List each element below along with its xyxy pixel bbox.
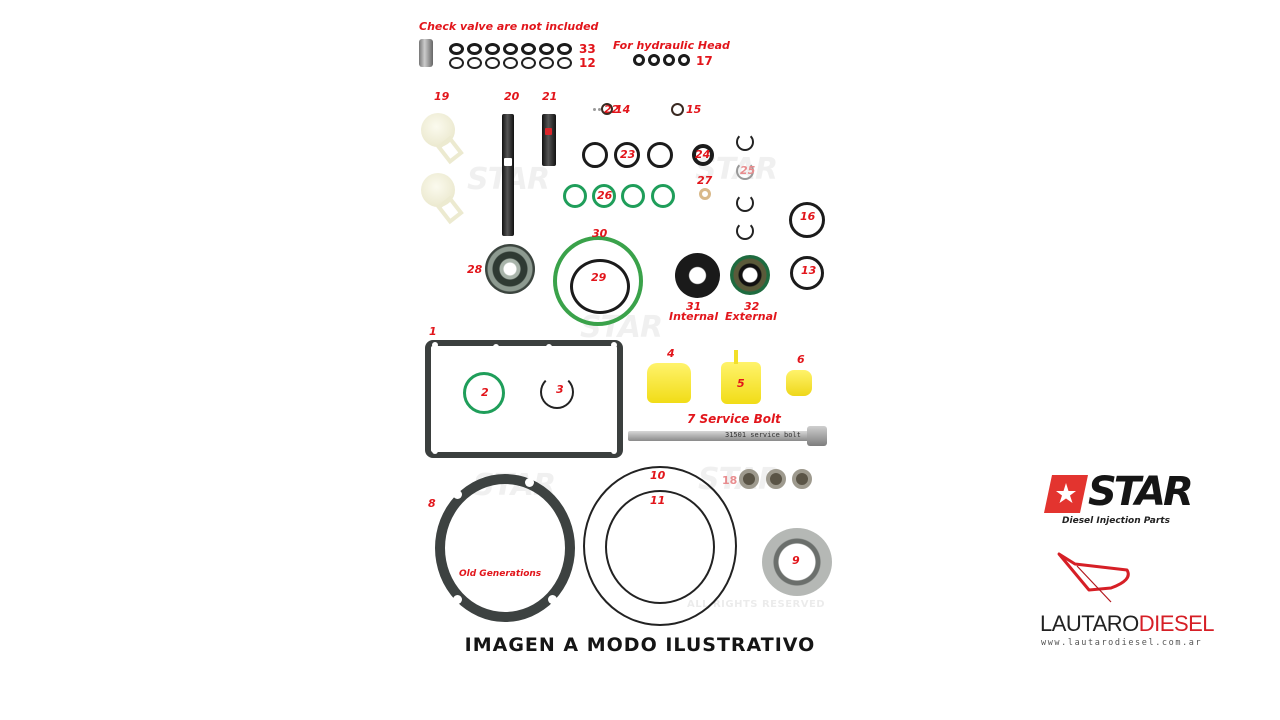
oring-23-image xyxy=(614,142,640,168)
part-label-23: 23 xyxy=(620,148,636,161)
ball-22-image xyxy=(593,108,596,111)
oring-13-image xyxy=(790,256,824,290)
part-label-28: 28 xyxy=(467,263,483,276)
part-label-26: 26 xyxy=(597,189,613,202)
oring-15-image xyxy=(671,103,684,116)
bolt-engraving: 31501 service bolt xyxy=(725,431,801,439)
seal-9-image xyxy=(762,528,832,596)
dealer-name-part1: LAUTARO xyxy=(1040,611,1139,636)
cap-5-image xyxy=(721,362,761,404)
part-label-4: 4 xyxy=(667,347,675,360)
part-label-31: 31 xyxy=(686,300,702,313)
needle-bearing-18-image xyxy=(739,469,759,489)
part-label-27: 27 xyxy=(697,174,713,187)
oring-row-12 xyxy=(449,57,577,69)
cap-6-image xyxy=(786,370,812,396)
shaft-20-image xyxy=(502,114,514,236)
gasket-1-image xyxy=(425,340,623,458)
oring-10-image xyxy=(583,466,737,626)
part-label-17: 17 xyxy=(696,54,713,68)
part-label-19: 19 xyxy=(434,90,450,103)
part-label-33: 33 xyxy=(579,42,596,56)
part-label-7: 7 Service Bolt xyxy=(687,412,781,426)
oring-26-image xyxy=(651,184,675,208)
lautaro-diesel-emblem-icon xyxy=(1055,550,1135,606)
bearing-28-image xyxy=(485,244,535,294)
part-label-21: 21 xyxy=(542,90,558,103)
seal-internal-label: Internal xyxy=(669,310,719,323)
service-bolt-7-image xyxy=(628,431,810,441)
part-label-6: 6 xyxy=(797,353,805,366)
hydraulic-head-note: For hydraulic Head xyxy=(613,39,730,52)
oring-16-image xyxy=(789,202,825,238)
oring-30-image xyxy=(553,236,643,326)
seal-32-image xyxy=(730,255,770,295)
part-label-30: 30 xyxy=(592,227,608,240)
star-wordmark: STAR xyxy=(1088,469,1194,515)
oring-24-image xyxy=(692,144,714,166)
clip-25-image xyxy=(736,194,754,212)
part-label-11: 11 xyxy=(650,494,666,507)
oring-row-33 xyxy=(449,43,577,55)
part-label-29: 29 xyxy=(591,271,607,284)
part-label-16: 16 xyxy=(800,210,816,223)
oring-26-image xyxy=(563,184,587,208)
oring-11-image xyxy=(605,490,715,604)
part-label-24: 24 xyxy=(695,148,711,161)
oring-row-17 xyxy=(633,54,693,66)
part-label-2: 2 xyxy=(481,386,489,399)
oring-14-image xyxy=(601,103,613,115)
part-label-8: 8 xyxy=(428,497,436,510)
part-label-12: 12 xyxy=(579,56,596,70)
filter-19-image xyxy=(421,113,465,165)
part-label-1: 1 xyxy=(429,325,437,338)
old-generations-note: Old Generations xyxy=(459,569,542,579)
star-logo: STAR xyxy=(1042,469,1194,515)
check-valve-note: Check valve are not included xyxy=(419,20,599,33)
oring-29-image xyxy=(570,259,630,314)
pin-21-image xyxy=(542,114,556,166)
part-label-5: 5 xyxy=(737,377,745,390)
dealer-url: www.lautarodiesel.com.ar xyxy=(1041,638,1203,648)
filter-19-image xyxy=(421,173,465,225)
parts-sheet: STAR STAR STAR STAR STAR ALL RIGHTS RESE… xyxy=(405,10,855,630)
star-logo-icon xyxy=(1044,475,1088,513)
part-label-3: 3 xyxy=(556,383,564,396)
seal-31-image xyxy=(675,253,720,298)
part-label-10: 10 xyxy=(650,469,666,482)
clip-25-image xyxy=(736,133,754,151)
illustrative-caption: IMAGEN A MODO ILUSTRATIVO xyxy=(464,634,816,656)
dealer-name-part2: DIESEL xyxy=(1138,611,1215,636)
clip-25-image xyxy=(736,162,754,180)
part-label-32: 32 xyxy=(744,300,760,313)
seal-external-label: External xyxy=(725,310,777,323)
star-tagline: Diesel Injection Parts xyxy=(1062,516,1170,526)
oring-23-image xyxy=(647,142,673,168)
rights-reserved: ALL RIGHTS RESERVED xyxy=(687,599,826,610)
clip-25-image xyxy=(736,222,754,240)
circlip-3-image xyxy=(540,375,574,409)
part-label-15: 15 xyxy=(686,103,702,116)
washer-27-image xyxy=(699,188,711,200)
part-label-25: 25 xyxy=(740,164,756,177)
oring-26-image xyxy=(592,184,616,208)
check-valve-image xyxy=(419,39,433,67)
part-label-20: 20 xyxy=(504,90,520,103)
oring-26-image xyxy=(621,184,645,208)
lautaro-diesel-name: LAUTARODIESEL xyxy=(1040,611,1215,637)
plate-8-image xyxy=(435,474,575,622)
part-label-14: 14 xyxy=(615,103,631,116)
cap-4-image xyxy=(647,363,691,403)
oring-2-image xyxy=(463,372,505,414)
part-label-9: 9 xyxy=(792,554,800,567)
part-label-13: 13 xyxy=(801,264,817,277)
needle-bearing-18-image xyxy=(766,469,786,489)
oring-23-image xyxy=(582,142,608,168)
ball-22-image xyxy=(598,108,601,111)
needle-bearing-18-image xyxy=(792,469,812,489)
part-label-18: 18 xyxy=(722,474,738,487)
